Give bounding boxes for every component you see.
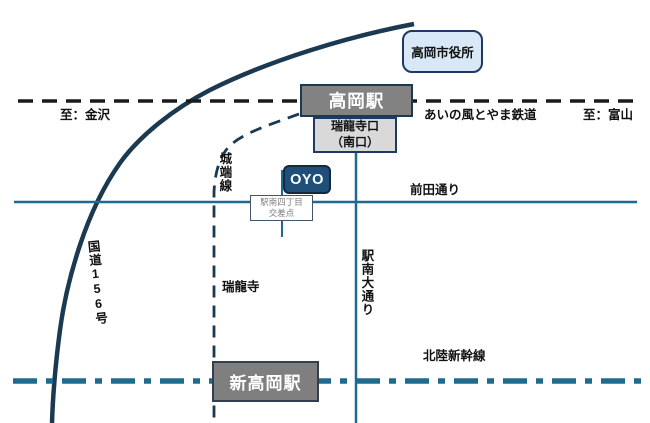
intersection-box: 駅南四丁目 交差点 (250, 195, 313, 221)
johana-line-label: 城端線 (217, 152, 232, 193)
zuiryuji-exit-line1: 瑞龍寺口 (330, 119, 379, 134)
intersection-line2: 交差点 (268, 208, 295, 218)
ekinan-street-label: 駅南大通り (359, 249, 374, 317)
city-hall-box: 高岡市役所 (402, 30, 483, 73)
city-hall-label: 高岡市役所 (411, 46, 474, 60)
hokuriku-shinkansen-label: 北陸新幹線 (423, 349, 486, 363)
to-kanazawa-label: 至：金沢 (60, 108, 111, 122)
shin-takaoka-station-box: 新高岡駅 (212, 361, 319, 402)
takaoka-station-box: 高岡駅 (300, 84, 413, 117)
intersection-line1: 駅南四丁目 (260, 196, 303, 207)
zuiryuji-exit-label: 瑞龍寺口 （南口） (331, 119, 379, 150)
intersection-label: 駅南四丁目 交差点 (260, 197, 303, 219)
shin-takaoka-station-label: 新高岡駅 (229, 374, 302, 393)
takaoka-station-label: 高岡駅 (328, 91, 385, 111)
zuiryuji-temple-label: 瑞龍寺 (222, 280, 260, 294)
to-toyama-label: 至：富山 (583, 108, 634, 122)
oyo-hotel-label: OYO (290, 171, 324, 188)
route-156-road (49, 21, 415, 423)
zuiryuji-exit-line2: （南口） (330, 135, 379, 149)
johana-line (212, 112, 300, 423)
oyo-hotel-marker: OYO (283, 165, 331, 194)
maeda-street-label: 前田通り (410, 183, 461, 197)
ainokaze-railway-label: あいの風とやま鉄道 (424, 108, 537, 122)
zuiryuji-exit-box: 瑞龍寺口 （南口） (313, 117, 397, 153)
